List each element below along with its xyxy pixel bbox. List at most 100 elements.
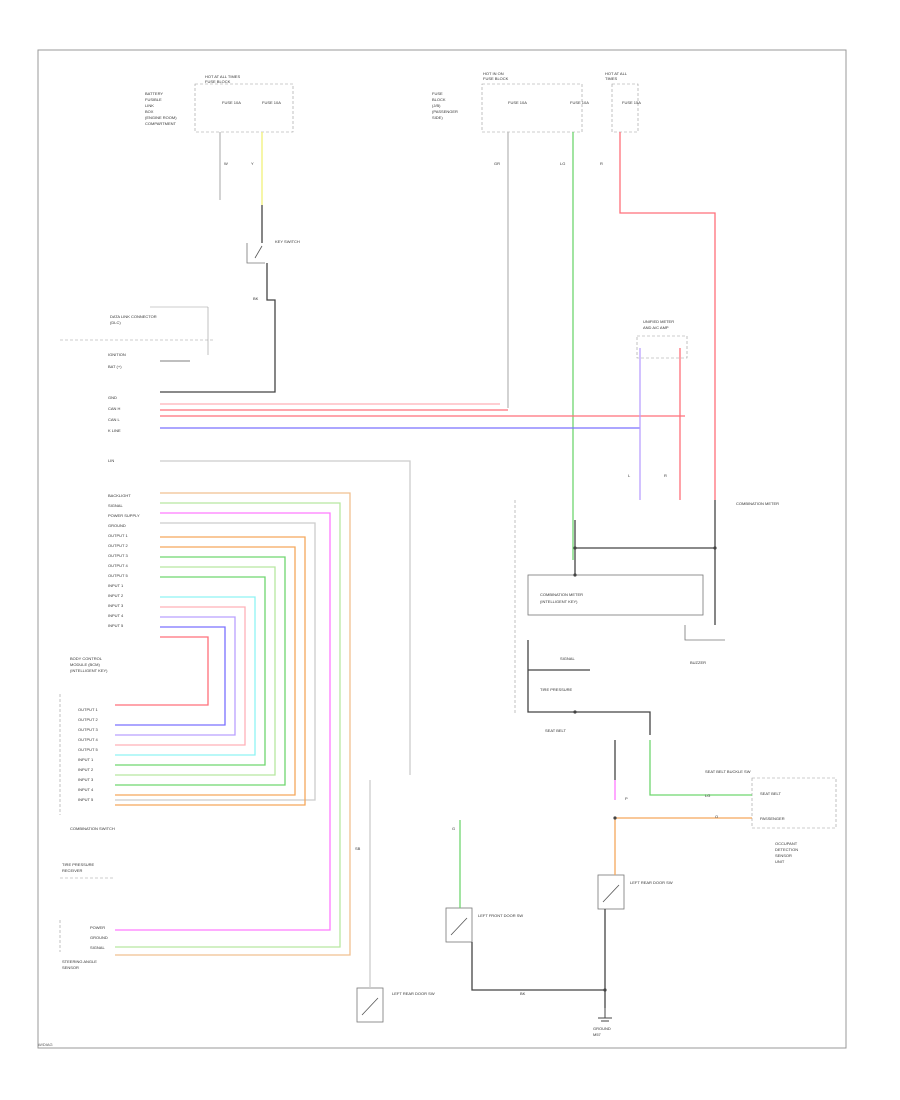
bcm-top-pins: IGNITION BAT (+) GND CAN H CAN L K LINE … xyxy=(108,352,126,463)
svg-text:POWER: POWER xyxy=(90,925,105,930)
svg-text:INPUT 3: INPUT 3 xyxy=(78,777,94,782)
svg-text:P: P xyxy=(625,796,628,801)
door-switch-mid: LEFT FRONT DOOR SW xyxy=(445,907,523,943)
svg-text:POWER SUPPLY: POWER SUPPLY xyxy=(108,513,140,518)
ground: GROUND M57 xyxy=(593,1008,612,1037)
svg-text:COMBINATION METER: COMBINATION METER xyxy=(540,592,583,597)
svg-text:(DLC): (DLC) xyxy=(110,320,121,325)
svg-text:G: G xyxy=(452,826,455,831)
svg-text:SENSOR: SENSOR xyxy=(62,965,79,970)
svg-text:LG: LG xyxy=(705,793,710,798)
svg-text:IGNITION: IGNITION xyxy=(108,352,126,357)
svg-text:HOT IN ON: HOT IN ON xyxy=(483,71,504,76)
svg-text:FUSE 10A: FUSE 10A xyxy=(222,100,241,105)
svg-text:FUSE 15A: FUSE 15A xyxy=(622,100,641,105)
svg-text:OCCUPANT: OCCUPANT xyxy=(775,841,798,846)
svg-text:MODULE (BCM): MODULE (BCM) xyxy=(70,662,100,667)
diagram-footer: W/DIAG xyxy=(38,1042,53,1047)
svg-text:(PASSENGER: (PASSENGER xyxy=(432,109,458,114)
svg-text:SEAT BELT: SEAT BELT xyxy=(760,791,781,796)
steering-angle-sensor: POWER GROUND SIGNAL STEERING ANGLE SENSO… xyxy=(59,920,108,970)
svg-text:INPUT 4: INPUT 4 xyxy=(78,787,94,792)
svg-text:AND A/C AMP: AND A/C AMP xyxy=(643,325,669,330)
svg-text:(INTELLIGENT KEY): (INTELLIGENT KEY) xyxy=(540,599,578,604)
svg-text:HOT AT ALL: HOT AT ALL xyxy=(605,71,628,76)
svg-text:SB: SB xyxy=(355,846,361,851)
tire-pressure-receiver: TIRE PRESSURE RECEIVER xyxy=(60,862,115,879)
svg-text:UNIFIED METER: UNIFIED METER xyxy=(643,319,674,324)
svg-text:KEY SWITCH: KEY SWITCH xyxy=(275,239,300,244)
svg-text:LIN: LIN xyxy=(108,458,114,463)
svg-text:BOX: BOX xyxy=(145,109,154,114)
svg-text:TIRE PRESSURE: TIRE PRESSURE xyxy=(62,862,95,867)
svg-text:Y: Y xyxy=(251,161,254,166)
seat-belt-buckle-switch: SEAT BELT PASSENGER SEAT BELT BUCKLE SW xyxy=(705,769,837,829)
svg-text:GROUND: GROUND xyxy=(90,935,108,940)
svg-text:BODY CONTROL: BODY CONTROL xyxy=(70,656,103,661)
svg-text:FUSE 10A: FUSE 10A xyxy=(570,100,589,105)
combination-switch-pins: OUTPUT 1 OUTPUT 2 OUTPUT 3 OUTPUT 4 OUTP… xyxy=(78,707,98,802)
svg-text:INPUT 5: INPUT 5 xyxy=(78,797,94,802)
svg-text:HOT AT ALL TIMES: HOT AT ALL TIMES xyxy=(205,74,240,79)
wires xyxy=(115,132,752,1008)
svg-text:LEFT FRONT DOOR SW: LEFT FRONT DOOR SW xyxy=(478,913,523,918)
svg-text:FUSE: FUSE xyxy=(432,91,443,96)
unified-meter-box: UNIFIED METER AND A/C AMP xyxy=(636,319,688,359)
door-switch-left: LEFT REAR DOOR SW xyxy=(356,987,435,1023)
svg-text:SIGNAL: SIGNAL xyxy=(90,945,105,950)
svg-text:SENSOR: SENSOR xyxy=(775,853,792,858)
svg-text:SEAT BELT: SEAT BELT xyxy=(545,728,566,733)
svg-text:BLOCK: BLOCK xyxy=(432,97,446,102)
svg-text:BAT (+): BAT (+) xyxy=(108,364,122,369)
combination-meter-unit: COMBINATION METER (INTELLIGENT KEY) SIGN… xyxy=(514,500,704,733)
svg-text:LEFT REAR DOOR SW: LEFT REAR DOOR SW xyxy=(630,880,673,885)
svg-text:FUSIBLE: FUSIBLE xyxy=(145,97,162,102)
svg-text:L: L xyxy=(628,473,631,478)
svg-text:BUZZER: BUZZER xyxy=(690,660,706,665)
data-link-connector: DATA LINK CONNECTOR (DLC) xyxy=(60,306,215,355)
svg-text:INPUT 4: INPUT 4 xyxy=(108,613,124,618)
svg-text:FUSE 10A: FUSE 10A xyxy=(508,100,527,105)
svg-text:W: W xyxy=(224,161,228,166)
svg-text:FUSE BLOCK: FUSE BLOCK xyxy=(205,79,231,84)
svg-text:BACKLIGHT: BACKLIGHT xyxy=(108,493,131,498)
svg-text:OUTPUT 5: OUTPUT 5 xyxy=(78,747,98,752)
svg-text:TIRE PRESSURE: TIRE PRESSURE xyxy=(540,687,573,692)
svg-text:STEERING ANGLE: STEERING ANGLE xyxy=(62,959,97,964)
svg-text:COMBINATION METER: COMBINATION METER xyxy=(736,501,779,506)
svg-text:(ENGINE ROOM): (ENGINE ROOM) xyxy=(145,115,177,120)
svg-text:RECEIVER: RECEIVER xyxy=(62,868,83,873)
svg-text:OUTPUT 2: OUTPUT 2 xyxy=(108,543,128,548)
svg-text:CAN H: CAN H xyxy=(108,406,121,411)
svg-text:OUTPUT 5: OUTPUT 5 xyxy=(108,573,128,578)
svg-text:OUTPUT 4: OUTPUT 4 xyxy=(78,737,98,742)
svg-text:INPUT 5: INPUT 5 xyxy=(108,623,124,628)
svg-text:SIDE): SIDE) xyxy=(432,115,443,120)
svg-text:COMPARTMENT: COMPARTMENT xyxy=(145,121,177,126)
svg-text:GROUND: GROUND xyxy=(593,1026,611,1031)
svg-text:FUSE 10A: FUSE 10A xyxy=(262,100,281,105)
svg-text:GND: GND xyxy=(108,395,117,400)
svg-text:O: O xyxy=(715,814,718,819)
fuse-box-right: HOT AT ALL TIMES FUSE 15A xyxy=(605,71,641,133)
svg-text:SIGNAL: SIGNAL xyxy=(108,503,123,508)
svg-text:(J/B): (J/B) xyxy=(432,103,441,108)
wire-color-labels: W Y BK GR LG R L R G BK LG O SB P xyxy=(224,161,718,996)
svg-text:DATA LINK CONNECTOR: DATA LINK CONNECTOR xyxy=(110,314,157,319)
svg-text:SIGNAL: SIGNAL xyxy=(560,656,575,661)
svg-text:K LINE: K LINE xyxy=(108,428,121,433)
svg-text:LEFT REAR DOOR SW: LEFT REAR DOOR SW xyxy=(392,991,435,996)
svg-text:OUTPUT 3: OUTPUT 3 xyxy=(108,553,128,558)
svg-text:GROUND: GROUND xyxy=(108,523,126,528)
svg-text:UNIT: UNIT xyxy=(775,859,785,864)
svg-text:GR: GR xyxy=(494,161,500,166)
bcm-block: BODY CONTROL MODULE (BCM) (INTELLIGENT K… xyxy=(59,656,115,831)
svg-text:OUTPUT 2: OUTPUT 2 xyxy=(78,717,98,722)
svg-text:LG: LG xyxy=(560,161,565,166)
fuse-box-left: HOT AT ALL TIMES FUSE BLOCK FUSE 10A FUS… xyxy=(145,74,294,133)
svg-text:OUTPUT 3: OUTPUT 3 xyxy=(78,727,98,732)
svg-text:INPUT 3: INPUT 3 xyxy=(108,603,124,608)
svg-text:(INTELLIGENT KEY): (INTELLIGENT KEY) xyxy=(70,668,108,673)
diagram-frame xyxy=(37,49,847,1049)
